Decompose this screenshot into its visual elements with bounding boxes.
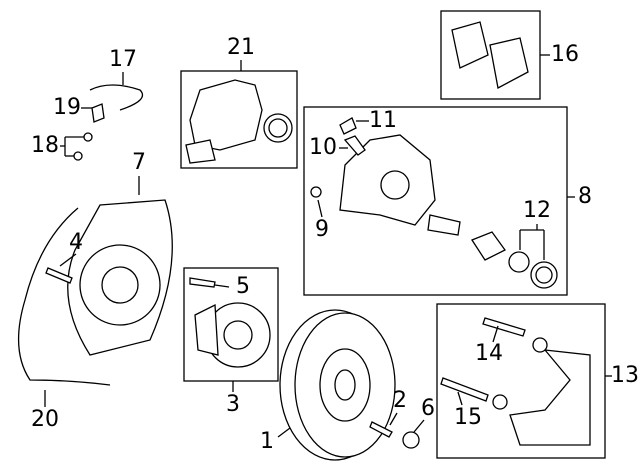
part-6-nut [402, 431, 420, 449]
part-20-abs-sensor [17, 207, 111, 386]
label-part-4: 4 [69, 230, 83, 255]
label-part-1: 1 [260, 429, 274, 454]
part-1-brake-rotor [279, 309, 396, 461]
label-part-21: 21 [227, 35, 255, 60]
box-part-8 [303, 106, 568, 296]
part-13-caliper-bracket [440, 317, 591, 446]
part-5-hub-bearing [189, 277, 271, 368]
label-part-5: 5 [236, 274, 250, 299]
box-part-13 [436, 303, 606, 459]
label-part-11: 11 [369, 108, 397, 133]
box-part-3 [183, 267, 279, 382]
leader-lines [44, 54, 612, 438]
part-4-bolt [45, 267, 73, 284]
part-2-bolt [369, 421, 393, 438]
label-part-9: 9 [315, 217, 329, 242]
label-part-15: 15 [454, 405, 482, 430]
label-part-17: 17 [109, 47, 137, 72]
label-part-14: 14 [475, 341, 503, 366]
part-21-caliper-actuator [185, 79, 293, 164]
label-part-20: 20 [31, 407, 59, 432]
part-7-dust-shield [67, 199, 173, 356]
label-part-10: 10 [309, 135, 337, 160]
label-part-2: 2 [393, 388, 407, 413]
box-part-16 [440, 10, 541, 100]
label-part-12: 12 [523, 198, 551, 223]
label-part-16: 16 [551, 42, 579, 67]
label-part-7: 7 [132, 150, 146, 175]
label-part-3: 3 [226, 392, 240, 417]
label-part-13: 13 [611, 363, 639, 388]
label-part-8: 8 [578, 184, 592, 209]
label-part-19: 19 [53, 95, 81, 120]
part-8-caliper [310, 117, 558, 289]
label-part-18: 18 [31, 133, 59, 158]
part-16-brake-pads [451, 21, 529, 89]
part-17-brake-hose [73, 84, 144, 161]
label-part-6: 6 [421, 396, 435, 421]
box-part-21 [180, 70, 298, 169]
